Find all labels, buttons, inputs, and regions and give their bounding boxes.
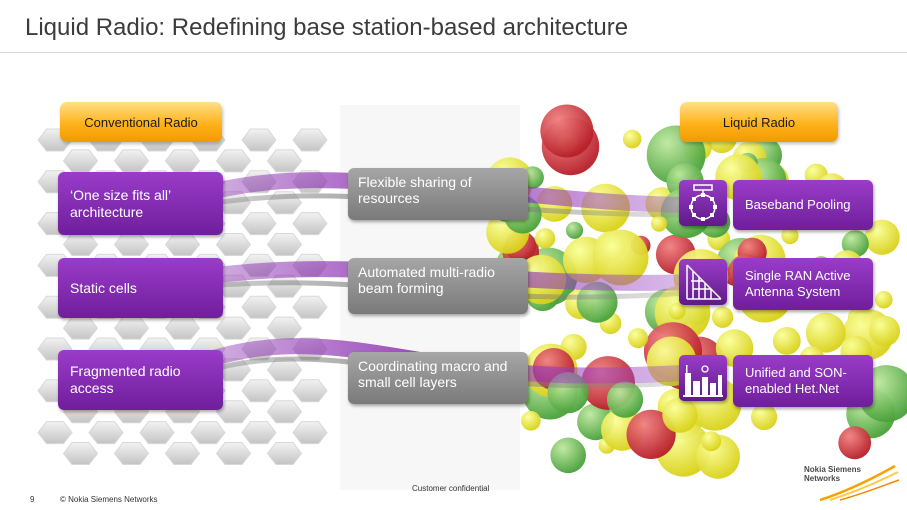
copyright-text: © Nokia Siemens Networks: [60, 495, 158, 504]
middle-item-3: Coordinating macro and small cell layers: [348, 352, 528, 404]
hex-cell: [292, 421, 328, 445]
hex-cell: [37, 421, 73, 445]
bubble: [805, 312, 846, 353]
hetnet-city-icon: [679, 355, 727, 401]
bubble: [751, 403, 778, 431]
middle-item-2: Automated multi-radio beam forming: [348, 258, 528, 314]
hex-cell: [241, 295, 277, 319]
hex-cell: [62, 316, 99, 340]
hex-cell: [266, 149, 303, 173]
hex-cell: [266, 400, 303, 424]
bubble: [668, 302, 686, 320]
baseband-pool-icon: [679, 180, 727, 226]
bubble: [576, 281, 618, 323]
hex-cell: [241, 212, 277, 236]
bubble: [534, 228, 556, 249]
bubble: [540, 104, 594, 158]
hex-cell: [88, 421, 124, 445]
hex-cell: [164, 233, 201, 256]
confidential-label: Customer confidential: [412, 484, 490, 493]
bubble: [592, 229, 649, 286]
hex-cell: [241, 379, 277, 403]
hex-cell: [266, 316, 303, 340]
hex-cell: [62, 149, 99, 173]
hex-cell: [266, 442, 303, 465]
hex-cell: [266, 233, 303, 256]
nsn-logo: [819, 464, 900, 502]
hexagon-cell-grid: [37, 128, 328, 465]
liquid-item-1: Baseband Pooling: [733, 180, 873, 230]
liquid-item-2: Single RAN Active Antenna System: [733, 258, 873, 310]
bubble: [651, 215, 667, 232]
bubble: [521, 411, 541, 431]
hex-cell: [164, 149, 201, 173]
middle-item-1: Flexible sharing of resources: [348, 168, 528, 220]
bubble: [864, 219, 900, 255]
bubble: [869, 315, 900, 347]
hex-cell: [215, 149, 252, 173]
hex-cell: [113, 149, 150, 173]
title-divider: [0, 52, 907, 53]
bubble: [565, 221, 584, 239]
hex-cell: [190, 421, 226, 445]
hex-cell: [215, 442, 252, 465]
hex-cell: [113, 316, 150, 340]
hex-cell: [164, 316, 201, 340]
bubble: [711, 306, 734, 328]
bubble: [772, 327, 801, 355]
conventional-item-3: Fragmented radio access: [58, 350, 223, 410]
hex-cell: [266, 274, 303, 298]
hex-cell: [215, 316, 252, 340]
hex-cell: [215, 400, 252, 424]
logo-line-1: Nokia Siemens: [804, 465, 861, 474]
bubble: [875, 291, 893, 309]
hex-cell: [292, 128, 328, 152]
bubble: [838, 426, 872, 460]
hex-cell: [139, 421, 175, 445]
bubble: [628, 328, 648, 349]
page-number: 9: [30, 495, 35, 504]
hex-cell: [113, 442, 150, 465]
bubble: [701, 431, 722, 452]
hex-cell: [241, 128, 277, 152]
bubble: [626, 409, 676, 459]
logo-line-2: Networks: [804, 474, 841, 483]
hex-cell: [113, 233, 150, 256]
liquid-radio-header: Liquid Radio: [680, 102, 838, 142]
hex-cell: [215, 233, 252, 256]
liquid-item-3: Unified and SON-enabled Het.Net: [733, 355, 873, 407]
conventional-radio-header: Conventional Radio: [60, 102, 222, 142]
bubble: [550, 437, 586, 474]
bubble: [662, 397, 698, 433]
bubble: [781, 227, 799, 245]
page-title: Liquid Radio: Redefining base station-ba…: [25, 14, 629, 41]
bubble: [606, 381, 644, 418]
hex-cell: [292, 212, 328, 236]
conventional-item-1: ‘One size fits all’ architecture: [58, 172, 223, 235]
hex-cell: [292, 295, 328, 319]
hex-cell: [62, 233, 99, 256]
hex-cell: [164, 442, 201, 465]
hex-cell: [241, 421, 277, 445]
logo-text: Nokia Siemens Networks: [804, 465, 861, 483]
conventional-item-2: Static cells: [58, 258, 223, 318]
bubble: [622, 129, 642, 149]
antenna-tower-icon: [679, 259, 727, 305]
hex-cell: [62, 442, 99, 465]
hex-cell: [292, 379, 328, 403]
